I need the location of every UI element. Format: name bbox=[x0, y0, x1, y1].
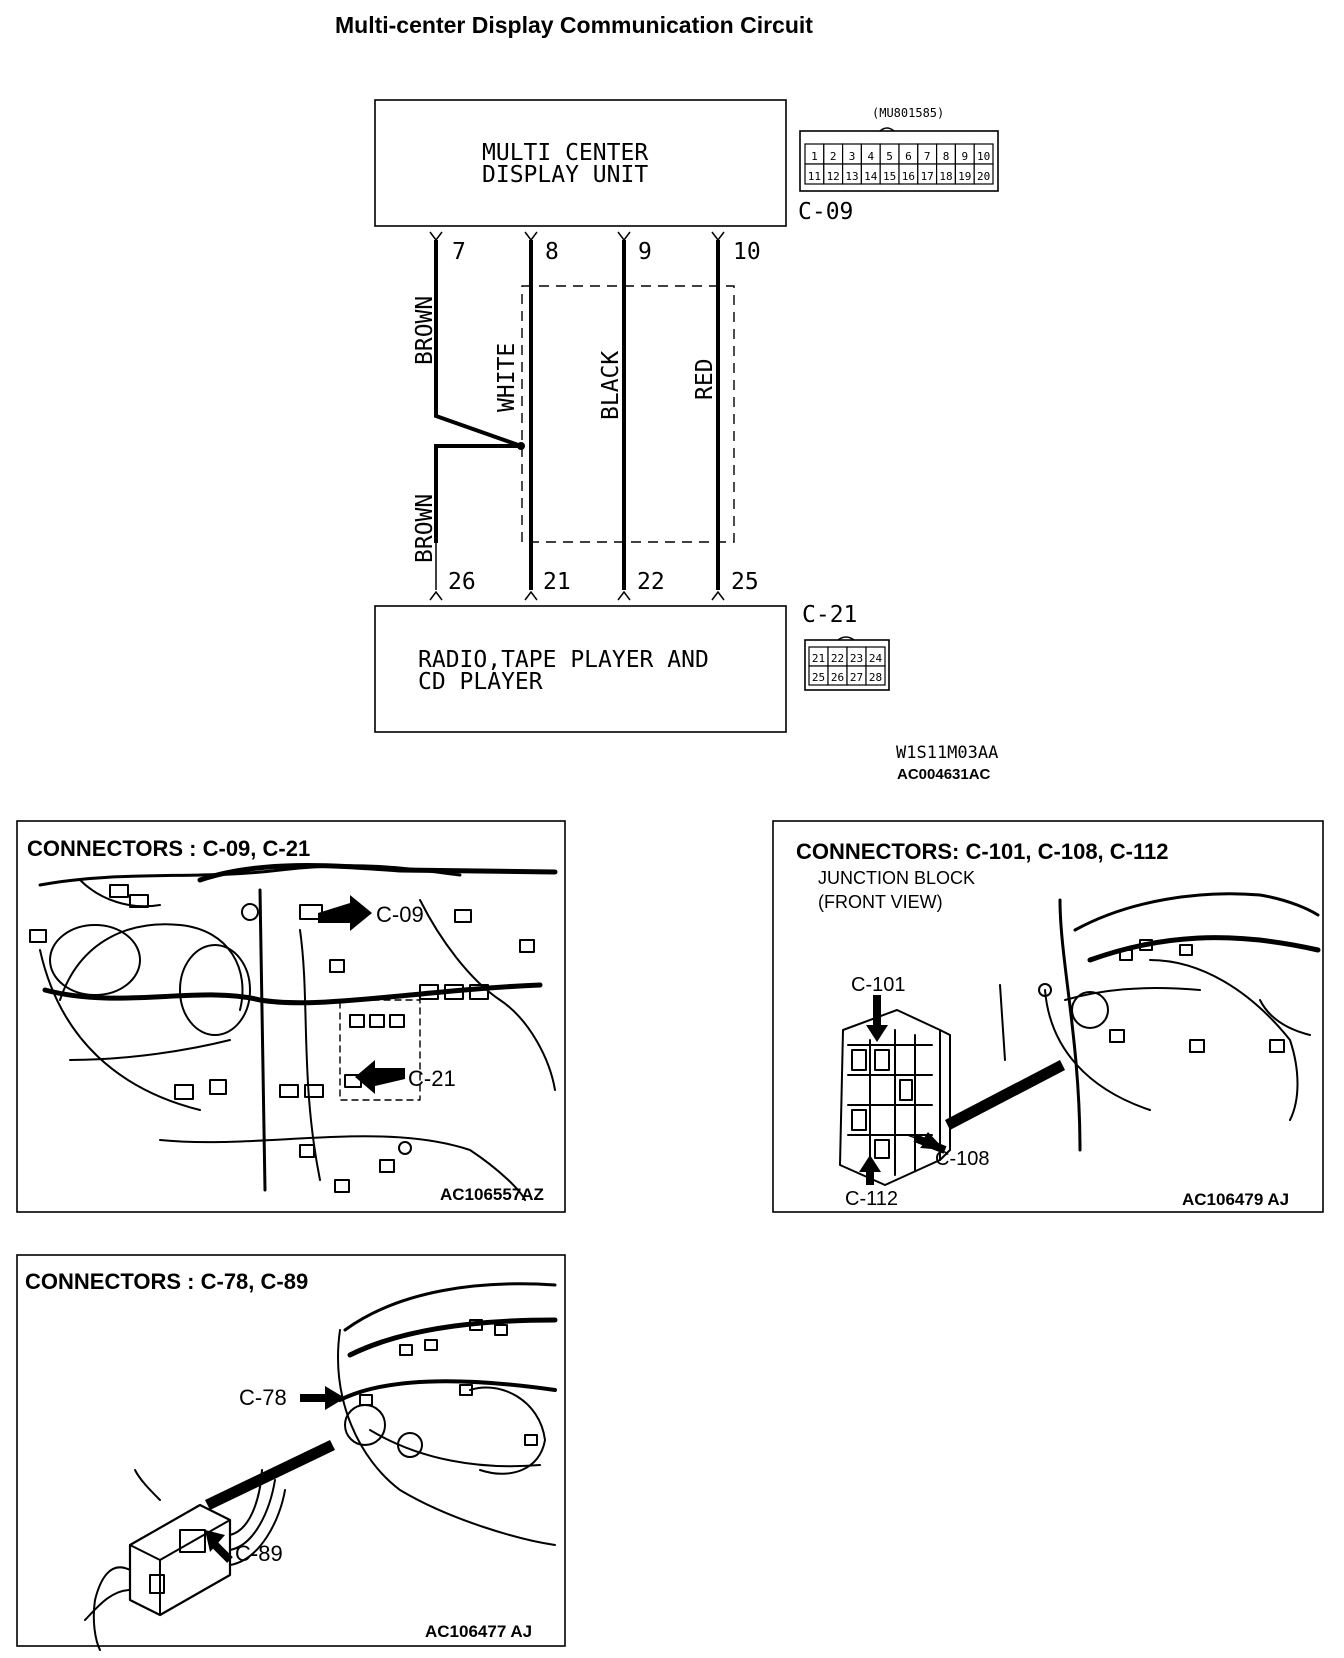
junction-block-illustration bbox=[839, 892, 1321, 1186]
arrow-c21-icon bbox=[355, 1060, 405, 1094]
c09-pin-cell: 8 bbox=[943, 150, 950, 163]
arrow-c101-icon bbox=[866, 1025, 888, 1042]
panel3-label-c78: C-78 bbox=[239, 1385, 287, 1410]
panel1-label-c21: C-21 bbox=[408, 1066, 456, 1091]
wire-label-brown-upper: BROWN bbox=[412, 296, 438, 365]
c09-pin-cell: 15 bbox=[883, 170, 896, 183]
lower-unit-line2: CD PLAYER bbox=[418, 669, 543, 695]
splice-point bbox=[517, 442, 525, 450]
panel1-label-c09: C-09 bbox=[376, 902, 424, 927]
panel3-heading: CONNECTORS : C-78, C-89 bbox=[25, 1269, 308, 1294]
c09-pin-cell: 4 bbox=[867, 150, 874, 163]
arrow-c112-icon bbox=[859, 1155, 881, 1172]
panel3-label-c89: C-89 bbox=[235, 1541, 283, 1566]
dashboard-harness-illustration bbox=[29, 863, 558, 1201]
c09-part-number: (MU801585) bbox=[872, 106, 944, 120]
c09-pin-cell: 6 bbox=[905, 150, 912, 163]
arrow-c89-icon bbox=[205, 1530, 225, 1552]
radio-tape-cd-unit-box bbox=[374, 605, 787, 733]
terminal-mark bbox=[711, 590, 725, 601]
panel2-label-c112: C-112 bbox=[845, 1188, 898, 1210]
c09-pin-cell: 7 bbox=[924, 150, 931, 163]
upper-pin-7: 7 bbox=[452, 239, 466, 265]
c09-pin-cell: 12 bbox=[827, 170, 840, 183]
terminal-mark bbox=[524, 231, 538, 242]
brown-wire-lower bbox=[434, 444, 521, 543]
panel1-code: AC106557AZ bbox=[440, 1185, 544, 1204]
terminal-mark bbox=[429, 590, 443, 601]
lower-pin-25: 25 bbox=[731, 569, 759, 595]
panel2-sub1: JUNCTION BLOCK bbox=[818, 868, 975, 888]
wire-label-brown-lower: BROWN bbox=[412, 494, 438, 563]
c21-pin-cell: 25 bbox=[812, 671, 825, 684]
c21-label: C-21 bbox=[802, 602, 857, 628]
connector-panel-c09-c21: CONNECTORS : C-09, C-21 bbox=[16, 820, 566, 1213]
upper-unit-line1: MULTI CENTER bbox=[482, 140, 648, 166]
callout-wedge-2 bbox=[205, 1440, 335, 1510]
schematic-code-2: AC004631AC bbox=[897, 766, 991, 783]
lower-pin-21: 21 bbox=[543, 569, 571, 595]
panel3-code: AC106477 AJ bbox=[425, 1622, 532, 1641]
terminal-mark bbox=[617, 590, 631, 601]
callout-wedge bbox=[945, 1060, 1065, 1130]
c09-pin-cell: 16 bbox=[902, 170, 915, 183]
arrow-c78-icon bbox=[325, 1386, 345, 1410]
terminal-mark bbox=[711, 231, 725, 242]
panel2-label-c101: C-101 bbox=[851, 974, 905, 996]
c09-pin-cell: 5 bbox=[886, 150, 893, 163]
c09-pin-cell: 18 bbox=[939, 170, 952, 183]
upper-pin-8: 8 bbox=[545, 239, 559, 265]
wire-label-white: WHITE bbox=[494, 343, 520, 412]
c09-pin-cell: 14 bbox=[864, 170, 878, 183]
c09-pin-cell: 17 bbox=[921, 170, 934, 183]
c21-pin-cell: 22 bbox=[831, 652, 844, 665]
brown-wire-upper bbox=[434, 240, 522, 448]
c09-pin-cell: 13 bbox=[845, 170, 858, 183]
c09-pin-cell: 1 bbox=[811, 150, 818, 163]
upper-pin-9: 9 bbox=[638, 239, 652, 265]
multi-center-display-unit-box bbox=[374, 99, 787, 227]
terminal-mark bbox=[429, 231, 443, 242]
lower-pin-26: 26 bbox=[448, 569, 476, 595]
terminal-mark bbox=[524, 590, 538, 601]
c09-pin-cell: 19 bbox=[958, 170, 971, 183]
shield-outline bbox=[521, 285, 735, 543]
c09-pin-cell: 3 bbox=[849, 150, 856, 163]
panel2-code: AC106479 AJ bbox=[1182, 1190, 1289, 1209]
arrow-c09-icon bbox=[318, 895, 372, 931]
c21-pin-cell: 28 bbox=[869, 671, 882, 684]
c21-connector-icon: 21 22 23 24 25 26 27 28 bbox=[804, 636, 890, 691]
panel2-label-c108: C-108 bbox=[935, 1148, 989, 1170]
lower-unit-line1: RADIO,TAPE PLAYER AND bbox=[418, 647, 709, 673]
panel1-heading: CONNECTORS : C-09, C-21 bbox=[27, 836, 310, 861]
c21-pin-cell: 26 bbox=[831, 671, 844, 684]
upper-pin-10: 10 bbox=[733, 239, 761, 265]
c21-pin-cell: 21 bbox=[812, 652, 825, 665]
passenger-side-illustration bbox=[84, 1282, 558, 1651]
wire-label-red: RED bbox=[692, 358, 718, 400]
page-title: Multi-center Display Communication Circu… bbox=[335, 12, 813, 38]
c09-pin-cell: 11 bbox=[808, 170, 821, 183]
panel2-sub2: (FRONT VIEW) bbox=[818, 892, 943, 912]
connector-panel-c78-c89: CONNECTORS : C-78, C-89 bbox=[16, 1254, 566, 1651]
c09-pin-cell: 20 bbox=[977, 170, 990, 183]
c09-pin-cell: 2 bbox=[830, 150, 837, 163]
c09-pin-cell: 9 bbox=[961, 150, 968, 163]
c21-pin-cell: 27 bbox=[850, 671, 863, 684]
lower-pin-22: 22 bbox=[637, 569, 665, 595]
connector-panel-junction-block: CONNECTORS: C-101, C-108, C-112 JUNCTION… bbox=[772, 820, 1324, 1213]
c21-pin-cell: 24 bbox=[869, 652, 883, 665]
c09-pin-cell: 10 bbox=[977, 150, 990, 163]
terminal-mark bbox=[617, 231, 631, 242]
c21-pin-cell: 23 bbox=[850, 652, 863, 665]
c09-label: C-09 bbox=[798, 199, 853, 225]
panel2-heading: CONNECTORS: C-101, C-108, C-112 bbox=[796, 839, 1169, 864]
upper-unit-line2: DISPLAY UNIT bbox=[482, 162, 648, 188]
schematic-code-1: W1S11M03AA bbox=[896, 743, 998, 763]
wire-label-black: BLACK bbox=[598, 351, 624, 420]
